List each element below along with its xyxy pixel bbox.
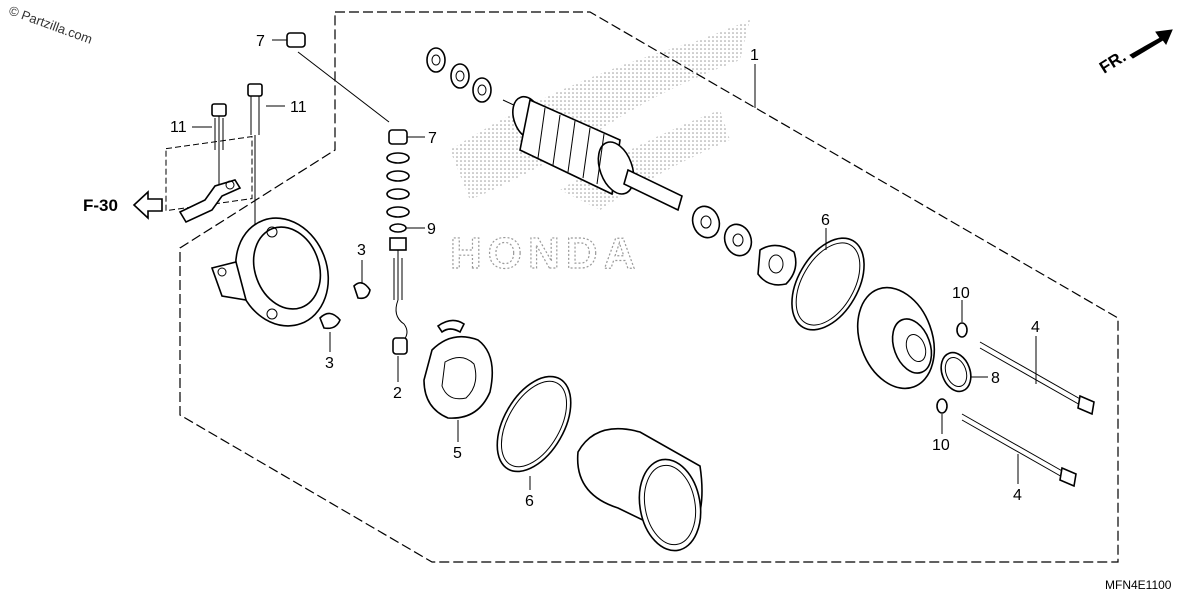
terminal-bolt-brush [392, 250, 408, 355]
washer-10-lower [936, 398, 948, 414]
callout-7-top: 7 [256, 33, 265, 50]
reference-arrow [132, 190, 163, 220]
brush-holder-plate [423, 319, 494, 419]
callout-9: 9 [427, 221, 436, 238]
leader-lines [192, 39, 1037, 490]
front-direction-arrow [1129, 29, 1173, 59]
callout-11-left: 11 [170, 119, 187, 136]
long-bolt-4-lower [961, 413, 1077, 488]
o-ring-8 [940, 351, 972, 393]
callout-5: 5 [453, 445, 462, 462]
callout-4-lower: 4 [1013, 487, 1022, 504]
starter-cable-terminal [178, 179, 242, 224]
watermark: © Partzilla.com [7, 3, 94, 47]
o-ring-6-lower [496, 375, 572, 473]
armature [502, 95, 683, 212]
armature-end-washers [691, 205, 753, 257]
callout-4-upper: 4 [1031, 319, 1040, 336]
nut-7-top-left [286, 32, 306, 48]
bolt-11-right [247, 83, 263, 135]
callout-6-upper: 6 [821, 212, 830, 229]
callout-8: 8 [991, 370, 1000, 387]
direction-label: FR. [1096, 47, 1129, 78]
callout-6-lower: 6 [525, 493, 534, 510]
brush-spring-lower [319, 312, 341, 330]
long-bolt-4-upper [979, 341, 1095, 416]
o-ring-6-upper [791, 237, 865, 331]
callout-10-lower: 10 [932, 437, 950, 454]
callout-10-upper: 10 [952, 285, 970, 302]
callout-3-lower: 3 [325, 355, 334, 372]
brush-spring-upper [353, 282, 371, 300]
honda-logo-text: HONDA [450, 229, 641, 278]
callout-7-stack: 7 [428, 130, 437, 147]
brush-holder-seal [757, 244, 797, 286]
armature-thrust-washers [426, 47, 492, 103]
washer-10-upper [956, 322, 968, 338]
terminal-nut-washer-stack [386, 129, 410, 251]
rear-cover-housing [210, 217, 330, 327]
callout-3-upper: 3 [357, 242, 366, 259]
assembly-boundary [179, 11, 1119, 563]
motor-case-yoke [576, 428, 703, 552]
callout-2: 2 [393, 385, 402, 402]
bolt-11-left [211, 103, 227, 150]
callout-1: 1 [750, 47, 759, 64]
front-cover [856, 286, 936, 390]
callout-11-right: 11 [290, 99, 307, 116]
reference-label: F-30 [83, 196, 118, 215]
diagram-code: MFN4E1100 [1105, 578, 1172, 592]
